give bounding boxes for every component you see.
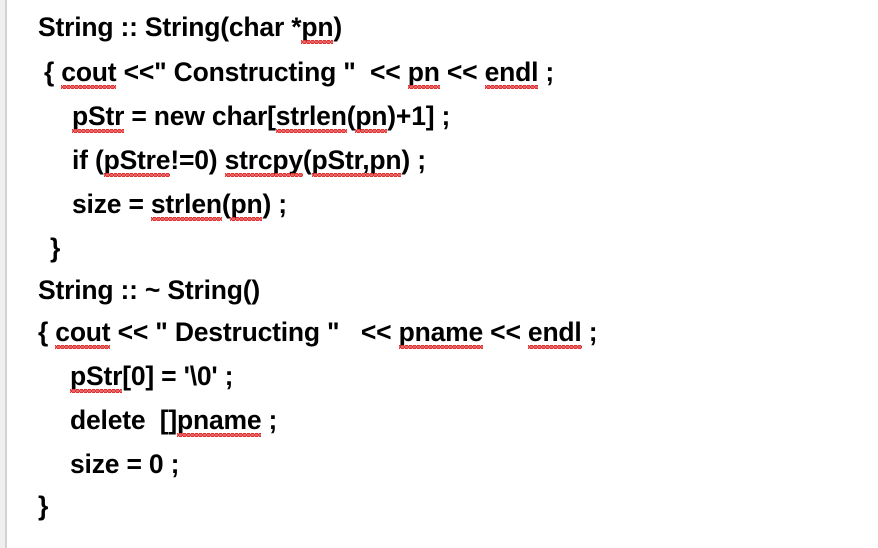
code-token: ; — [538, 57, 555, 87]
misspelled-token: endl — [484, 57, 539, 88]
code-line[interactable]: } — [38, 493, 48, 520]
code-line[interactable]: size = 0 ; — [70, 451, 179, 478]
misspelled-token: strlen — [275, 101, 347, 132]
left-gutter — [0, 0, 5, 548]
code-line[interactable]: { cout << " Destructing " << pname << en… — [38, 317, 598, 348]
misspelled-token: cout — [61, 57, 117, 88]
code-token: } — [38, 491, 49, 521]
misspelled-token: pStre — [103, 145, 171, 176]
code-token: { — [44, 57, 62, 87]
code-line[interactable]: pStr = new char[strlen(pn)+1] ; — [72, 101, 451, 132]
code-token: String :: ~ String() — [38, 275, 260, 305]
code-token: size = 0 ; — [70, 449, 180, 479]
misspelled-token: strlen — [150, 189, 222, 220]
left-page-rule — [5, 0, 7, 548]
code-token: ) — [333, 12, 342, 42]
misspelled-token: pn — [301, 12, 334, 43]
misspelled-token: strcpy — [224, 145, 304, 176]
code-token: if ( — [72, 145, 104, 175]
code-token: ) ; — [262, 189, 287, 219]
misspelled-token: pStr — [70, 361, 123, 392]
code-line[interactable]: if (pStre!=0) strcpy(pStr,pn) ; — [72, 145, 426, 176]
code-token: !=0) — [170, 145, 225, 175]
code-token: )+1] ; — [387, 101, 451, 131]
code-token: size = — [72, 189, 151, 219]
code-line[interactable]: size = strlen(pn) ; — [72, 189, 287, 220]
code-token: << " Destructing " << — [110, 317, 399, 347]
misspelled-token: endl — [527, 317, 582, 348]
code-token: { — [38, 317, 56, 347]
code-token: ( — [221, 189, 231, 219]
code-token: delete [] — [70, 405, 177, 435]
misspelled-token: pname — [398, 317, 484, 348]
code-token: String :: String(char * — [38, 12, 302, 42]
code-token: = new char[ — [124, 101, 276, 131]
code-line[interactable]: { cout <<" Constructing " << pn << endl … — [44, 57, 555, 88]
code-token: } — [50, 233, 61, 263]
code-token: ) ; — [401, 145, 426, 175]
misspelled-token: pn — [230, 189, 263, 220]
code-token: <<" Constructing " << — [116, 57, 408, 87]
code-line[interactable]: delete []pname ; — [70, 405, 278, 436]
code-token: ( — [302, 145, 312, 175]
code-token: << — [439, 57, 485, 87]
code-line[interactable]: String :: String(char *pn) — [38, 12, 342, 43]
code-token: << — [483, 317, 528, 347]
misspelled-token: pStr — [72, 101, 125, 132]
code-token: [0] = '\0' ; — [122, 361, 234, 391]
misspelled-token: pn — [407, 57, 440, 88]
code-line[interactable]: String :: ~ String() — [38, 277, 260, 304]
misspelled-token: pn — [355, 101, 388, 132]
misspelled-token: cout — [55, 317, 111, 348]
code-token: ; — [581, 317, 598, 347]
code-token: ; — [261, 405, 278, 435]
code-line[interactable]: pStr[0] = '\0' ; — [70, 361, 234, 392]
misspelled-token: pStr,pn — [311, 145, 402, 176]
code-token: ( — [346, 101, 356, 131]
misspelled-token: pname — [176, 405, 262, 436]
code-line[interactable]: } — [50, 235, 60, 262]
